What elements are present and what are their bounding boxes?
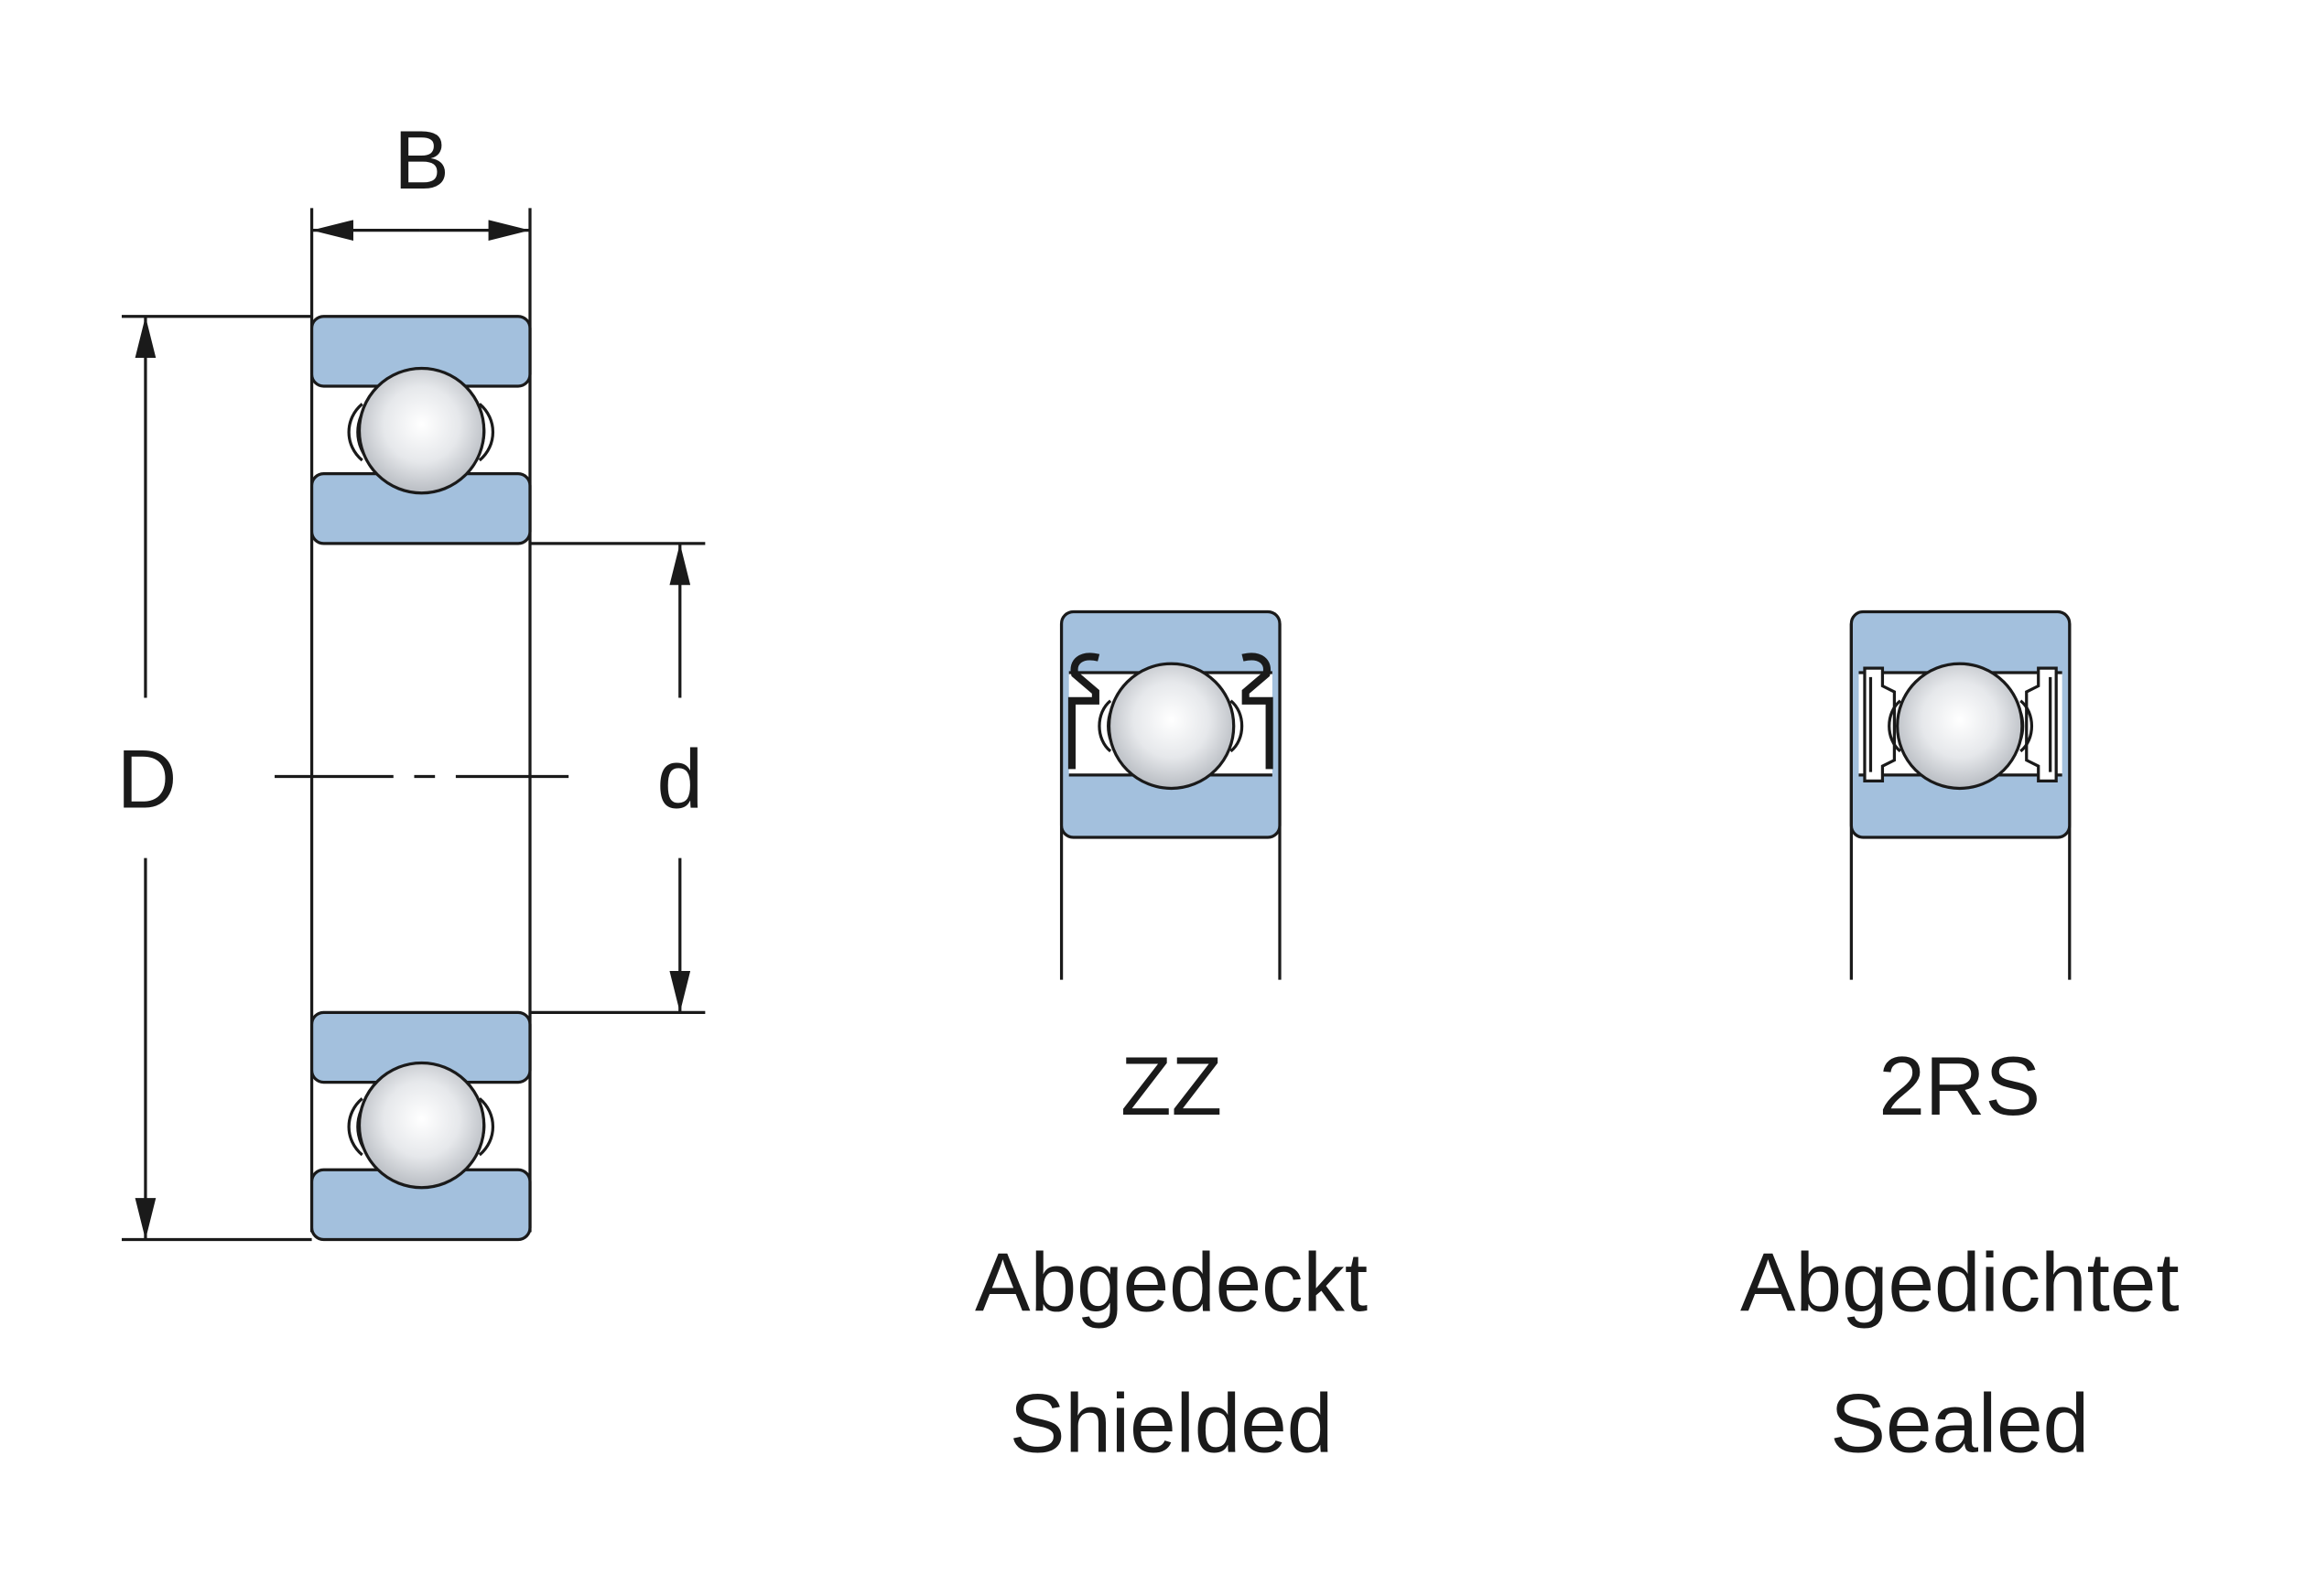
- ball-icon: [357, 366, 486, 495]
- ball-icon: [1896, 662, 2024, 791]
- zz-english-label: Shielded: [1010, 1377, 1333, 1470]
- 2rs-english-label: Sealed: [1830, 1377, 2089, 1470]
- width-label: B: [394, 114, 449, 207]
- zz-shielded-bearing: [1059, 609, 1282, 980]
- bearing-cross-section: [121, 208, 706, 1242]
- outer-diameter-label: D: [117, 734, 178, 826]
- ball-icon: [1107, 662, 1236, 791]
- upper-bearing-section: [309, 315, 532, 545]
- 2rs-german-label: Abgedichtet: [1740, 1236, 2180, 1329]
- shield-right-icon: [1241, 652, 1273, 770]
- shield-left-icon: [1067, 652, 1100, 770]
- zz-code-label: ZZ: [1120, 1041, 1222, 1133]
- 2rs-sealed-bearing: [1849, 609, 2072, 980]
- lower-bearing-section: [309, 1010, 532, 1242]
- 2rs-code-label: 2RS: [1878, 1041, 2040, 1133]
- ball-icon: [357, 1061, 486, 1190]
- bore-label: d: [657, 734, 704, 826]
- zz-german-label: Abgedeckt: [975, 1236, 1368, 1329]
